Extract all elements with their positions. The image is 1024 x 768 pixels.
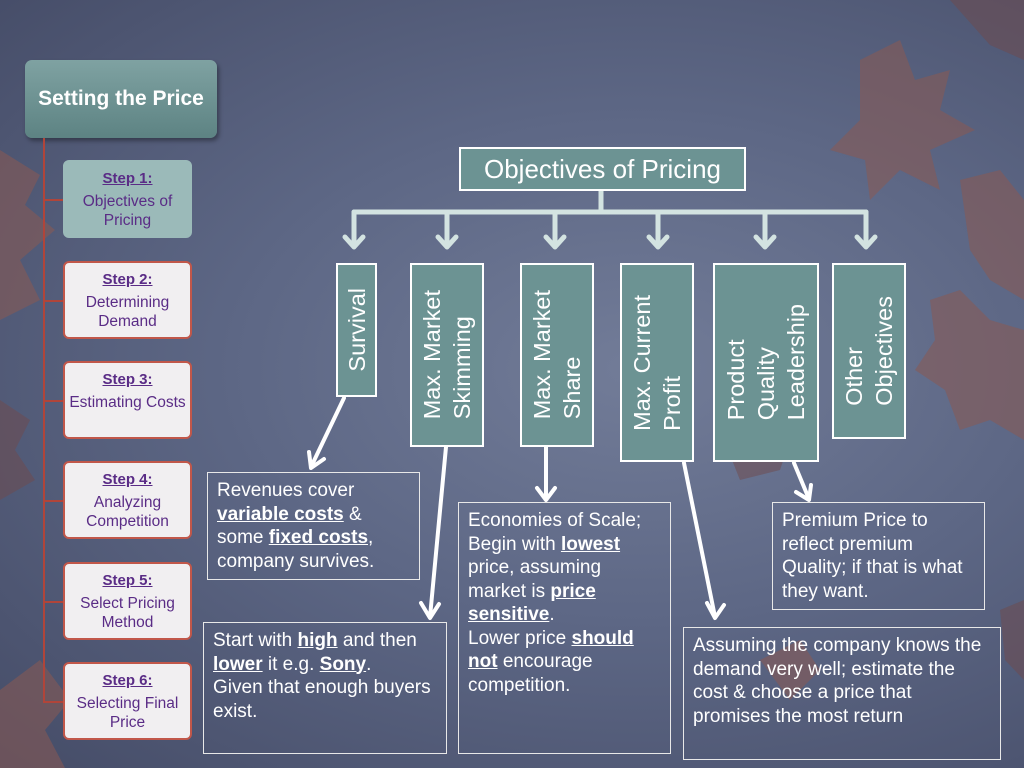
emphasis: high <box>297 630 338 651</box>
step-1-objectives[interactable]: Step 1: Objectives of Pricing <box>63 160 192 238</box>
profit-explanation: Assuming the company knows the demand ve… <box>683 627 1001 760</box>
step-description: Select Pricing Method <box>80 595 175 631</box>
branch-arrow-head <box>435 234 459 250</box>
objective-survival: Survival <box>336 263 377 397</box>
emphasis: Sony <box>319 653 367 675</box>
profit-arrow <box>682 461 717 619</box>
step-description: Estimating Costs <box>69 394 186 411</box>
emphasis: fixed costs <box>268 527 369 548</box>
step-3-costs[interactable]: Step 3: Estimating Costs <box>63 361 192 439</box>
step-number[interactable]: Step 5: <box>102 572 153 589</box>
step-number[interactable]: Step 2: <box>102 271 153 288</box>
step-2-demand[interactable]: Step 2: Determining Demand <box>63 261 192 339</box>
step-number[interactable]: Step 4: <box>102 471 153 488</box>
objective-label: Product Quality Leadership <box>723 304 809 421</box>
step-description: Selecting Final Price <box>76 695 179 731</box>
leaf-decoration <box>960 170 1024 300</box>
objective-label: Other Objectives <box>841 296 897 406</box>
objective-label: Max. Current Profit <box>629 294 685 431</box>
step-description: Objectives of Pricing <box>82 193 173 229</box>
share-arrow-head <box>535 486 557 502</box>
leaf-decoration <box>0 150 55 320</box>
survival-arrow-head <box>307 450 326 470</box>
emphasis: lowest <box>560 533 621 555</box>
step-description: Determining Demand <box>85 294 170 330</box>
objective-current-profit: Max. Current Profit <box>620 263 694 462</box>
step-5-method[interactable]: Step 5: Select Pricing Method <box>63 562 192 640</box>
leaf-decoration <box>760 640 820 700</box>
survival-explanation: Revenues cover variable costs & some fix… <box>207 472 420 580</box>
steps-connector <box>43 138 45 703</box>
emphasis: lower <box>213 653 263 675</box>
leaf-decoration <box>830 40 975 200</box>
skimming-arrow-head <box>419 601 441 620</box>
emphasis: should not <box>468 627 634 673</box>
emphasis: price sensitive <box>468 580 596 626</box>
step-connector-tick <box>43 701 64 703</box>
step-connector-tick <box>43 601 64 603</box>
quality-arrow-head <box>794 483 813 502</box>
profit-arrow-head <box>705 601 726 620</box>
branch-arrow-head <box>543 234 567 250</box>
objective-other: Other Objectives <box>832 263 906 439</box>
objective-quality-leadership: Product Quality Leadership <box>713 263 819 462</box>
objective-market-skimming: Max. Market Skimming <box>410 263 484 447</box>
quality-explanation: Premium Price to reflect premium Quality… <box>772 502 985 610</box>
leaf-decoration <box>915 290 1024 440</box>
skimming-explanation: Start with high and then lower it e.g. S… <box>203 622 447 754</box>
objective-label: Max. Market Skimming <box>419 290 475 420</box>
leaf-decoration <box>0 660 70 768</box>
step-description: Analyzing Competition <box>86 494 169 530</box>
step-number[interactable]: Step 1: <box>102 170 153 187</box>
step-connector-tick <box>43 199 64 201</box>
step-connector-tick <box>43 300 64 302</box>
share-explanation: Economies of Scale; Begin with lowest pr… <box>458 502 671 754</box>
emphasis: variable costs <box>217 503 344 525</box>
objectives-header: Objectives of Pricing <box>459 147 746 191</box>
objective-label: Max. Market Share <box>529 290 585 420</box>
step-number[interactable]: Step 3: <box>102 371 153 388</box>
step-connector-tick <box>43 400 64 402</box>
branch-arrow-head <box>854 234 878 250</box>
branch-arrow-head <box>753 234 777 250</box>
leaf-decoration <box>1000 600 1024 680</box>
step-number[interactable]: Step 6: <box>102 672 153 689</box>
branch-arrow-head <box>342 234 366 250</box>
objective-market-share: Max. Market Share <box>520 263 594 447</box>
page-title: Setting the Price <box>25 60 217 138</box>
step-4-competition[interactable]: Step 4: Analyzing Competition <box>63 461 192 539</box>
survival-arrow <box>309 396 346 469</box>
leaf-decoration <box>0 400 35 500</box>
skimming-arrow <box>428 445 448 619</box>
objective-label: Survival <box>343 288 370 372</box>
quality-arrow <box>792 461 811 501</box>
branch-arrow-head <box>646 234 670 250</box>
step-6-final-price[interactable]: Step 6: Selecting Final Price <box>63 662 192 740</box>
leaf-decoration <box>950 0 1024 60</box>
step-connector-tick <box>43 500 64 502</box>
